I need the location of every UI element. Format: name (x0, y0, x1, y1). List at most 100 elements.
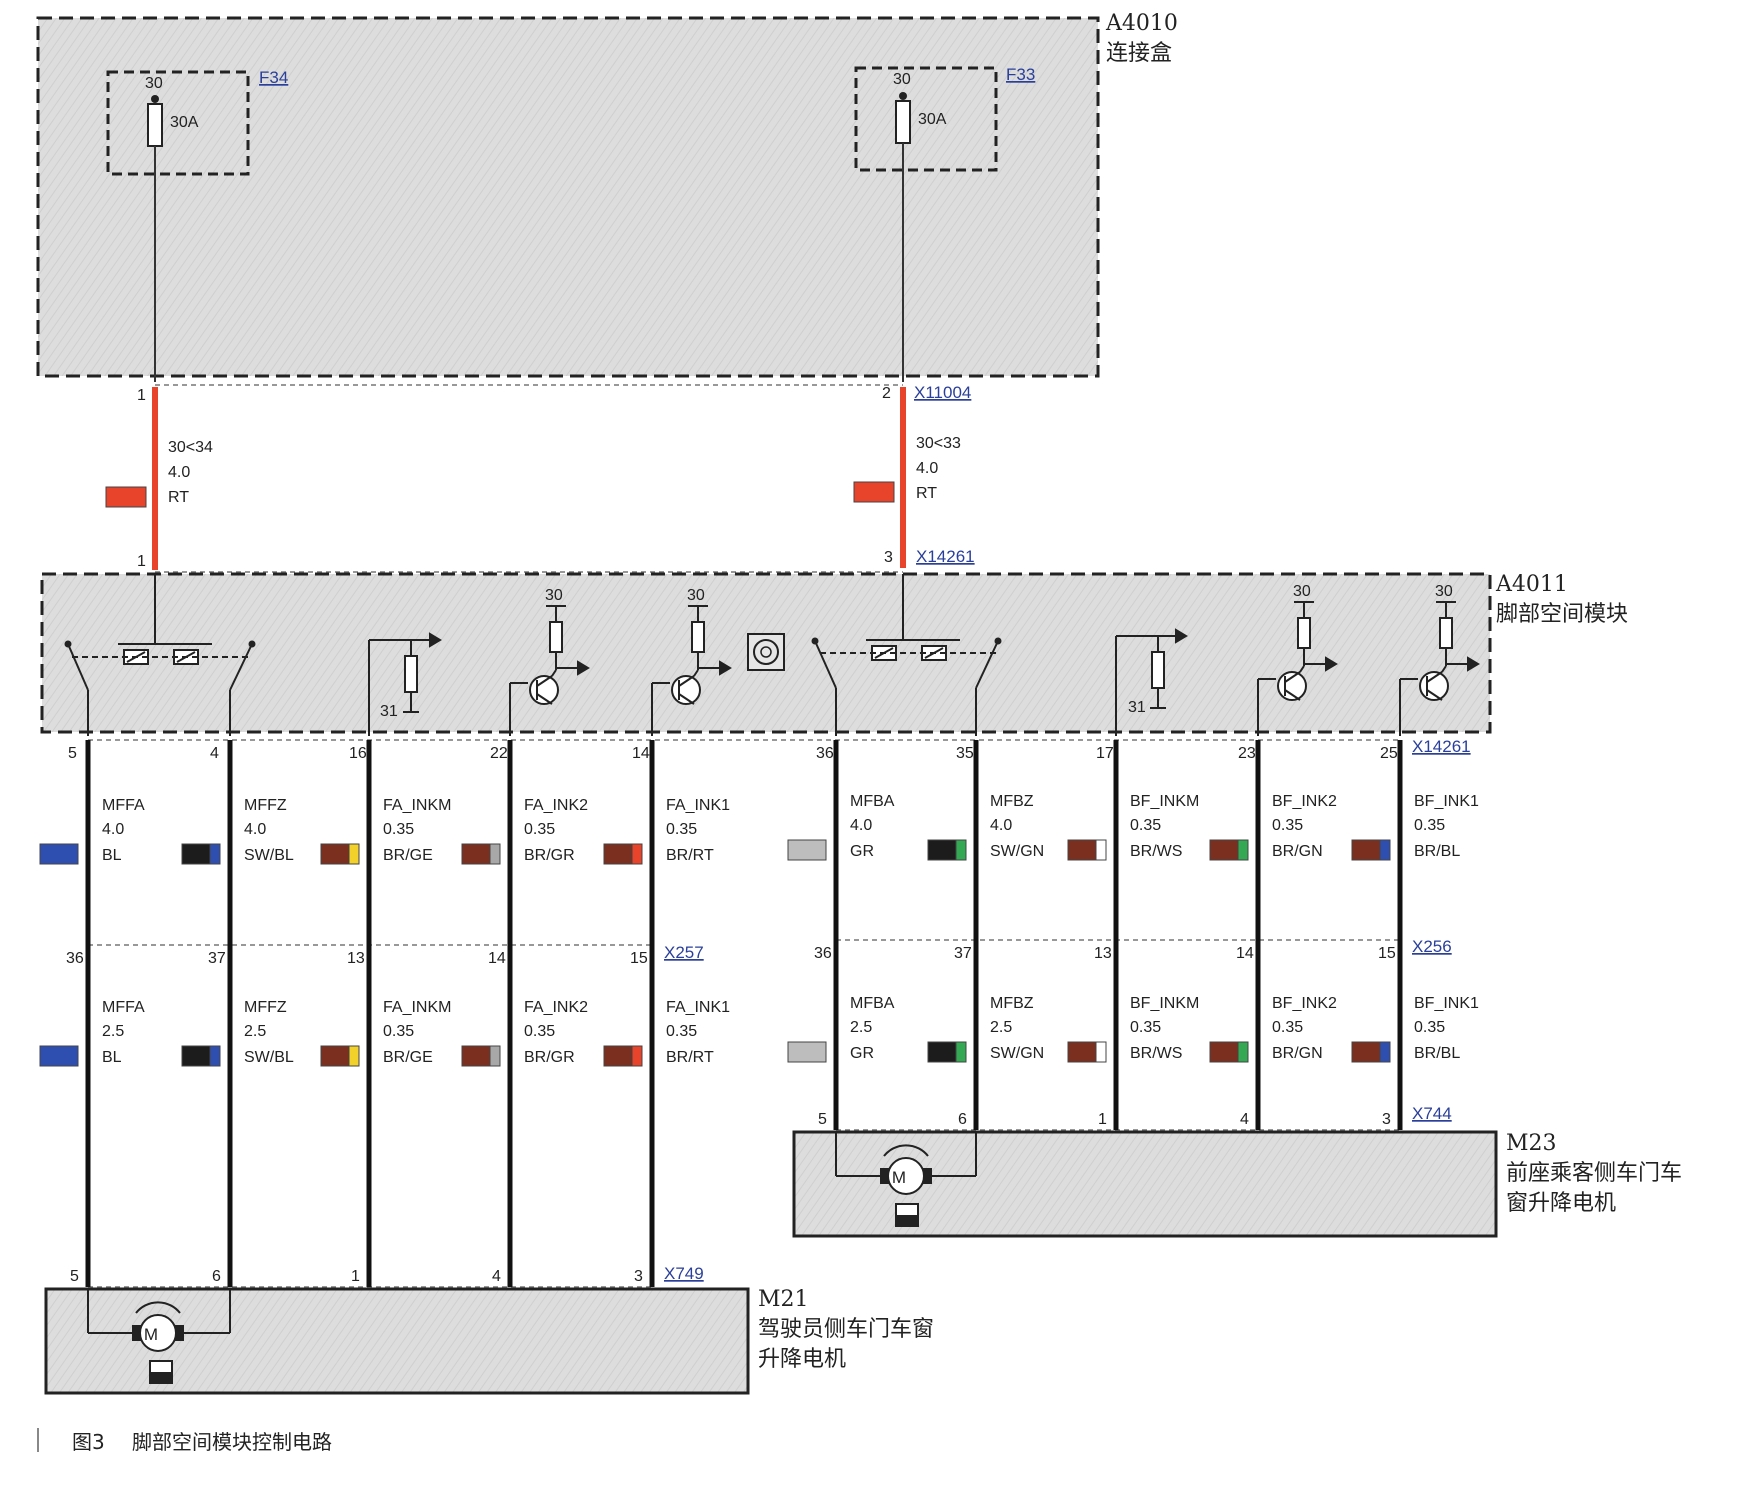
lower-harness: 365MFFA2.5BL376MFFZ2.5SW/BL131FA_INKM0.3… (39, 940, 1479, 1287)
pin-label: 35 (956, 745, 974, 762)
pin-label-top: 36 (814, 945, 832, 962)
swatch-stripe (1237, 839, 1249, 861)
wire-color-code: BL (102, 847, 122, 864)
swatch-stripe (955, 1041, 967, 1063)
wire-color-swatch (1351, 839, 1391, 861)
swatch-primary (461, 1045, 491, 1067)
supply-wire-30-33-info: 30<33 4.0 RT (853, 435, 961, 503)
pin-label-top: 36 (66, 950, 84, 967)
wire-color-code: BR/RT (666, 847, 714, 864)
pin-label-bottom: 6 (212, 1268, 221, 1285)
swatch-stripe (1379, 839, 1391, 861)
wire-size: 4.0 (244, 821, 266, 838)
wire-color-swatch (1351, 1041, 1391, 1063)
wire-color-swatch (787, 839, 827, 861)
pin-label-bottom: 5 (818, 1111, 827, 1128)
ground-31-fa: 31 (380, 703, 398, 720)
pin-label-bottom: 3 (634, 1268, 643, 1285)
wire-signal: MFBA (850, 793, 895, 810)
fuse-f33-label: F33 (1006, 65, 1035, 84)
fuse-f34-rating: 30A (170, 114, 199, 131)
pin-label-top: 13 (347, 950, 365, 967)
wire-color-code: BR/GR (524, 1049, 575, 1066)
wire-signal: BF_INKM (1130, 793, 1199, 810)
pin-label: 25 (1380, 745, 1398, 762)
transistor-bf-ink2 (1257, 601, 1338, 736)
wire-size: 2.5 (990, 1019, 1012, 1036)
pin-label-top: 15 (1378, 945, 1396, 962)
wire-color-swatch (603, 1045, 643, 1067)
wire-signal: MFBZ (990, 793, 1034, 810)
wire-signal: FA_INK1 (666, 797, 730, 814)
wire-color-code: SW/GN (990, 1045, 1044, 1062)
swatch-primary (1209, 1041, 1239, 1063)
wire-color-code: SW/BL (244, 1049, 294, 1066)
relay-passenger-window-right (811, 574, 1002, 736)
wire-signal: FA_INK1 (666, 999, 730, 1016)
pullup-resistor-fa-inkm (368, 632, 442, 736)
swatch-primary (787, 1041, 827, 1063)
wire-color-code: BR/GN (1272, 843, 1323, 860)
wire-color-code: SW/BL (244, 847, 294, 864)
supply-wire-30-34-info: 30<34 4.0 RT (105, 439, 213, 508)
wire-color-swatch (39, 1045, 79, 1067)
wire-signal: MFFA (102, 797, 145, 814)
m21-motor-symbol: M (144, 1325, 158, 1344)
swatch-primary (1351, 839, 1381, 861)
swatch-primary (320, 1045, 350, 1067)
wire-color-swatch (181, 843, 221, 865)
m21-driver-window-motor (44, 1287, 750, 1395)
swatch-stripe (348, 1045, 360, 1067)
connector-x14261-bottom: X14261 (1412, 737, 1471, 756)
wire-size: 0.35 (383, 821, 414, 838)
wire-color-swatch (1209, 1041, 1249, 1063)
wire-color-code: RT (916, 485, 937, 502)
swatch-primary (461, 843, 491, 865)
wire-signal: 30<34 (168, 439, 213, 456)
wire-color-swatch (787, 1041, 827, 1063)
pin-label: 14 (632, 745, 650, 762)
connector-x257: X257 (664, 943, 704, 962)
a4011-name: 脚部空间模块 (1496, 602, 1628, 627)
ground-31-bf: 31 (1128, 699, 1146, 716)
relay-driver-window-left (64, 574, 256, 736)
wire-signal: MFFA (102, 999, 145, 1016)
fuse-f33-rating: 30A (918, 111, 947, 128)
wire-size: 0.35 (1414, 1019, 1445, 1036)
fuse-f34-label: F34 (259, 68, 288, 87)
x11004-pin-2: 2 (882, 385, 891, 402)
wire-color-code: BL (102, 1049, 122, 1066)
wire-size: 4.0 (168, 464, 190, 481)
pin-label-top: 37 (208, 950, 226, 967)
swatch-primary (1209, 839, 1239, 861)
pin-label: 16 (349, 745, 367, 762)
swatch-primary (1351, 1041, 1381, 1063)
wire-color-code: RT (168, 489, 189, 506)
wire-color-swatch (320, 1045, 360, 1067)
wire-signal: FA_INKM (383, 797, 451, 814)
wire-color-swatch (603, 843, 643, 865)
supply-30-fa-ink1: 30 (687, 587, 705, 604)
swatch-primary (320, 843, 350, 865)
wire-color-swatch (927, 839, 967, 861)
wire-color-swatch (181, 1045, 221, 1067)
wire-color-swatch (1067, 1041, 1107, 1063)
swatch-primary (181, 1045, 211, 1067)
wire-color-swatch (853, 481, 895, 503)
pin-label-bottom: 5 (70, 1268, 79, 1285)
wire-color-code: BR/GN (1272, 1045, 1323, 1062)
connector-x749: X749 (664, 1264, 704, 1283)
pin-label-top: 15 (630, 950, 648, 967)
wire-size: 0.35 (1130, 817, 1161, 834)
wire-size: 0.35 (1414, 817, 1445, 834)
pin-label-top: 13 (1094, 945, 1112, 962)
wire-signal: MFFZ (244, 797, 287, 814)
wire-size: 0.35 (666, 1023, 697, 1040)
wire-size: 4.0 (102, 821, 124, 838)
pin-label-bottom: 4 (1240, 1111, 1249, 1128)
m21-name-line1: 驾驶员侧车门车窗 (758, 1317, 934, 1342)
swatch-stripe (489, 1045, 501, 1067)
wire-signal: MFBA (850, 995, 895, 1012)
connector-x14261-top: X14261 (916, 547, 975, 566)
transistor-fa-ink2 (509, 605, 590, 736)
